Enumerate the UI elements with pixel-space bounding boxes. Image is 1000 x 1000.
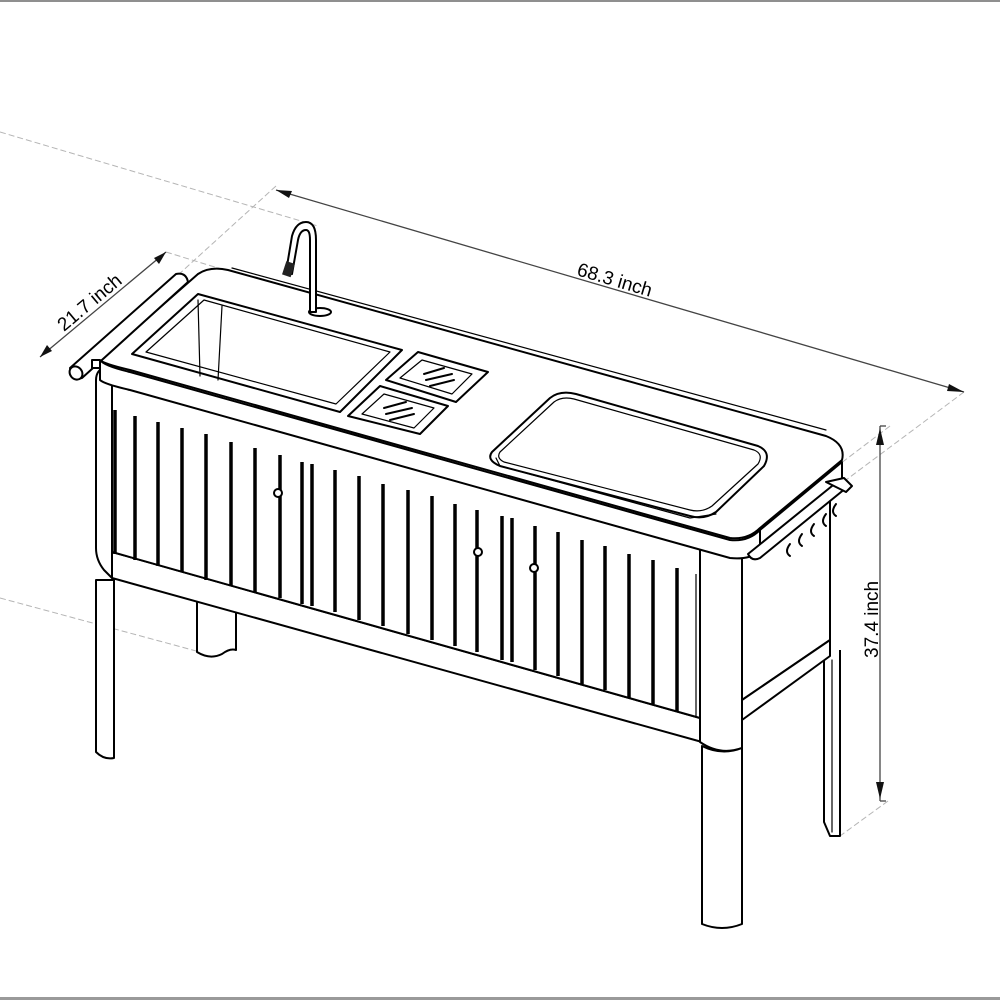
door-knob-3[interactable] xyxy=(529,563,539,573)
right-hook-rail[interactable] xyxy=(747,477,853,561)
door-knob-1[interactable] xyxy=(273,488,283,498)
front-slats xyxy=(113,410,697,716)
height-dimension-label: 37.4 inch xyxy=(862,581,883,658)
small-bin-lower[interactable] xyxy=(347,385,449,435)
height-dimension: 37.4 inch xyxy=(862,425,886,802)
cutting-board-cover[interactable] xyxy=(489,391,768,519)
door-knob-2[interactable] xyxy=(473,547,483,557)
frame-bottom-border xyxy=(0,997,1000,1000)
door-knobs xyxy=(273,488,539,573)
sink-basin[interactable] xyxy=(131,293,403,413)
depth-dimension-label: 21.7 inch xyxy=(54,270,127,336)
frame-top-border xyxy=(0,0,1000,2)
back-right-leg xyxy=(823,650,841,837)
back-left-leg xyxy=(196,600,237,658)
left-towel-bar[interactable] xyxy=(67,272,189,383)
front-left-leg xyxy=(95,579,115,760)
small-bin-upper[interactable] xyxy=(385,351,489,403)
faucet[interactable] xyxy=(282,221,332,317)
width-dimension-label: 68.3 inch xyxy=(575,260,655,302)
